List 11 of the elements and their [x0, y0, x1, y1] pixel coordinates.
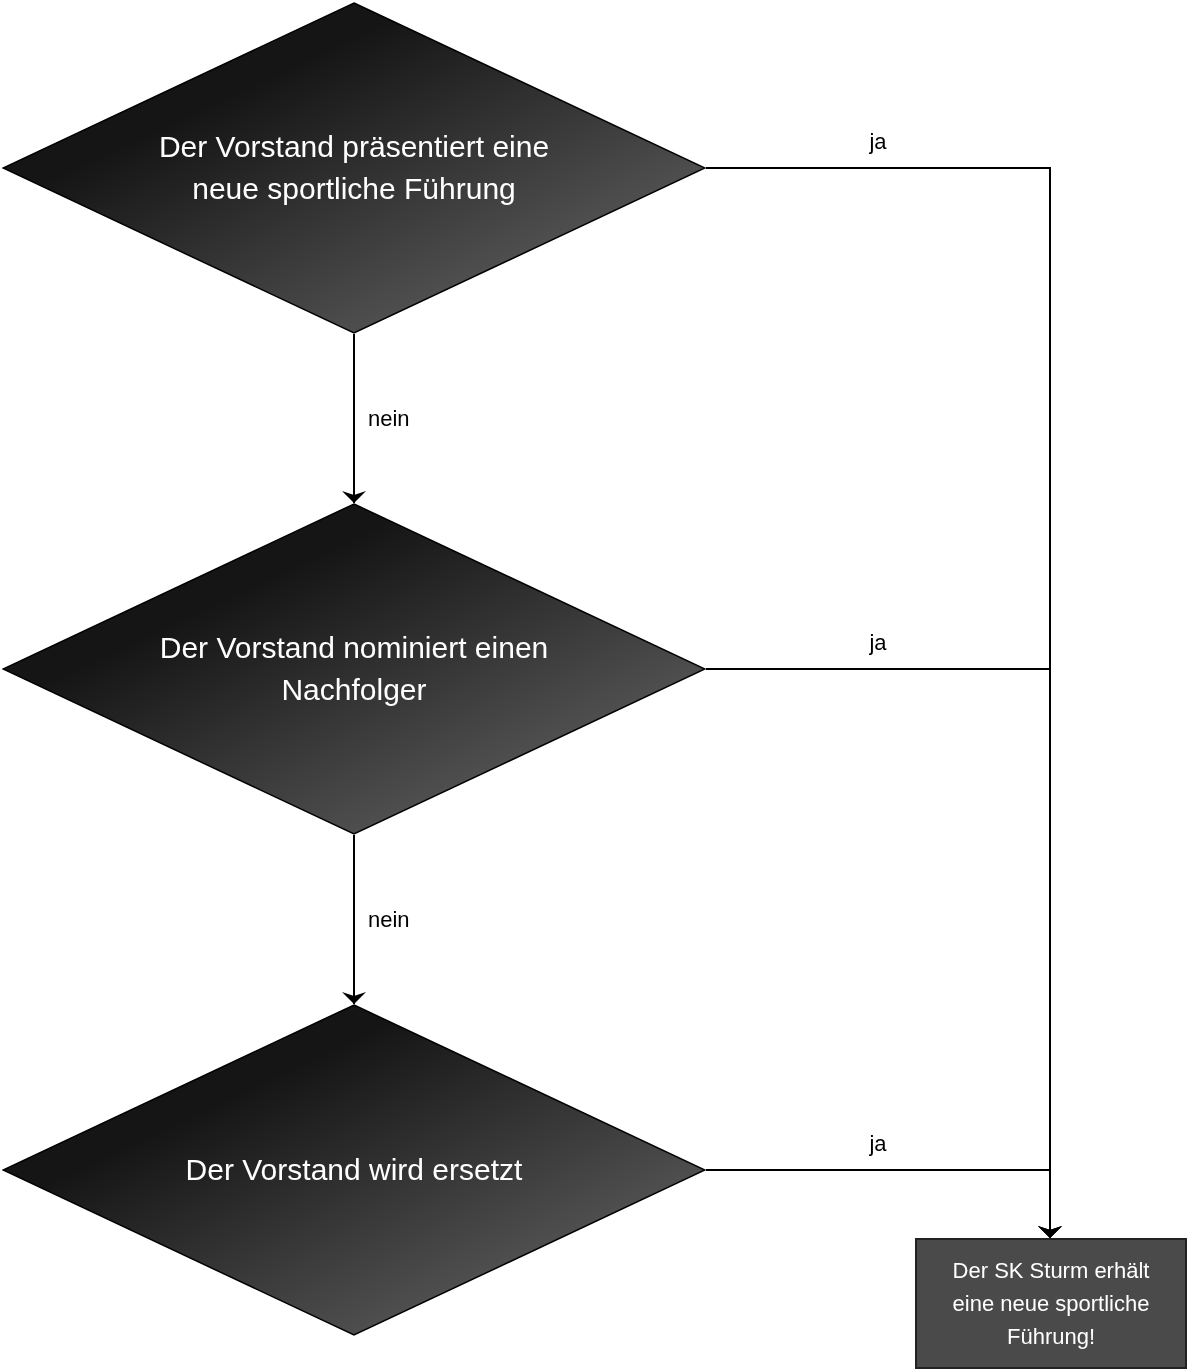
node-text: Der Vorstand nominiert einen Nachfolger: [158, 630, 550, 708]
arrow: [705, 1169, 1062, 1239]
arrow: [342, 834, 366, 1005]
node-text: Der Vorstand wird ersetzt: [185, 1152, 523, 1188]
decision-diamond: [2, 503, 706, 835]
decision-diamond: [2, 1004, 706, 1336]
node-text: Der SK Sturm erhält eine neue sportliche Führung!: [951, 1257, 1151, 1351]
arrow: [342, 333, 366, 504]
node-text: Der Vorstand präsentiert eine neue sportliche Führung: [157, 129, 551, 207]
decision-diamond: [2, 2, 706, 334]
process-box: [915, 1238, 1187, 1369]
